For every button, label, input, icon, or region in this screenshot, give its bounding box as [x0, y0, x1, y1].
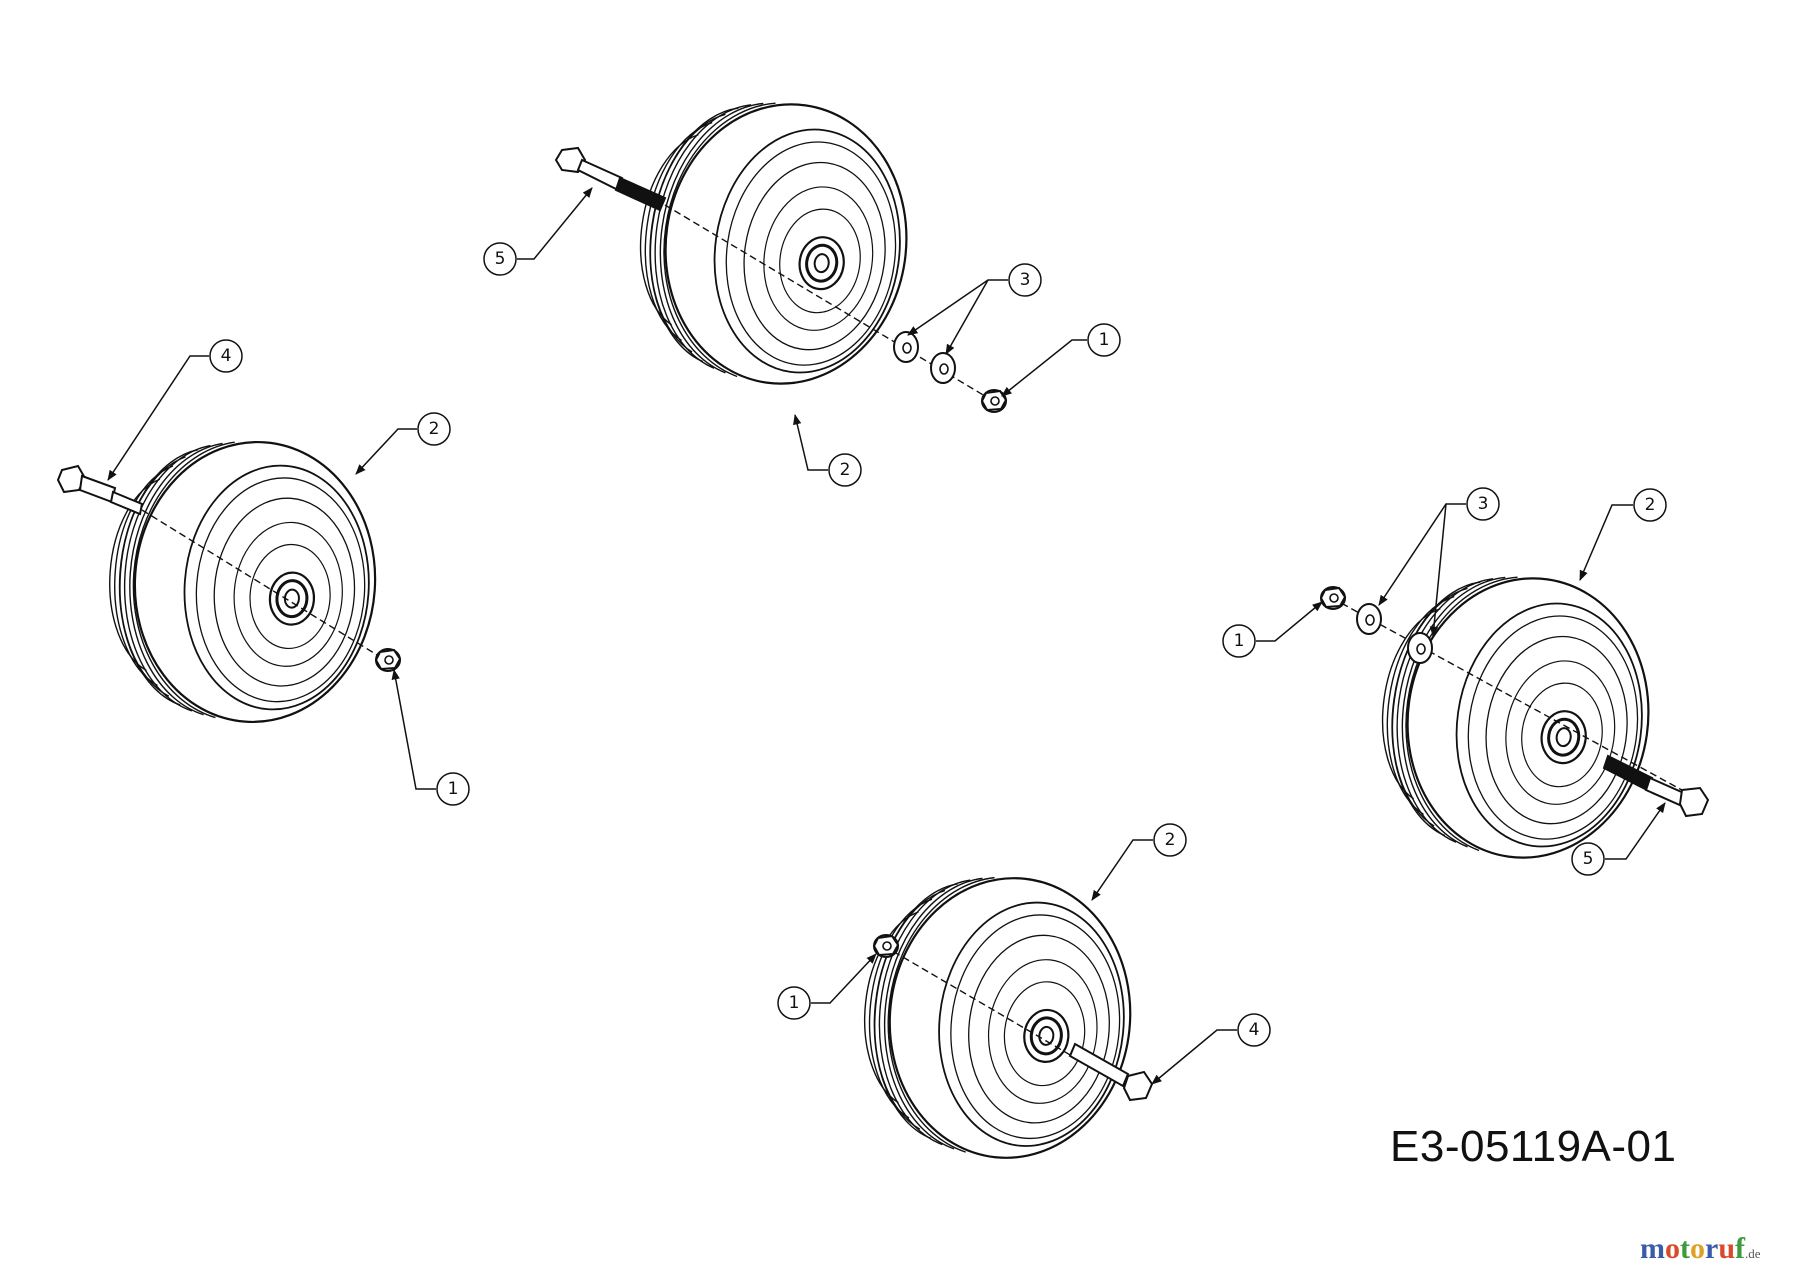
- svg-text:4: 4: [1249, 1020, 1260, 1040]
- wheel-top: [621, 83, 926, 401]
- svg-text:2: 2: [429, 419, 440, 439]
- callout-top-bolt: 5: [483, 242, 517, 276]
- callout-right-wheel: 2: [1633, 488, 1667, 522]
- motoruf-watermark: motoruf.de: [1640, 1232, 1761, 1266]
- watermark-letter: u: [1718, 1232, 1736, 1265]
- callout-right-nut: 1: [1222, 624, 1256, 658]
- svg-text:4: 4: [221, 346, 232, 366]
- wheel-left: [98, 430, 386, 732]
- watermark-letter: o: [1665, 1232, 1680, 1265]
- nut-bottom: [873, 934, 899, 958]
- watermark-letter: f: [1735, 1232, 1746, 1265]
- axis-line-right: [1331, 597, 1701, 801]
- svg-text:2: 2: [1645, 495, 1656, 515]
- washer-top-a: [893, 331, 919, 363]
- svg-text:5: 5: [495, 249, 506, 269]
- watermark-letter: m: [1640, 1232, 1665, 1265]
- callout-top-washers: 3: [1008, 263, 1042, 297]
- wheel-right: [1363, 557, 1668, 875]
- bolt-left: [56, 464, 144, 516]
- callout-bottom-bolt: 4: [1237, 1013, 1271, 1047]
- watermark-suffix: .de: [1745, 1246, 1761, 1261]
- callout-top-nut: 1: [1087, 323, 1121, 357]
- watermark-letter: t: [1680, 1232, 1690, 1265]
- nut-left: [375, 648, 401, 672]
- callout-left-nut: 1: [436, 772, 470, 806]
- callout-top-wheel: 2: [828, 453, 862, 487]
- svg-text:1: 1: [789, 993, 800, 1013]
- callout-left-wheel: 2: [417, 412, 451, 446]
- svg-text:1: 1: [1234, 631, 1245, 651]
- bolt-top: [554, 146, 667, 212]
- watermark-letter: o: [1690, 1232, 1705, 1265]
- leader-lines: [107, 187, 1666, 1085]
- axis-line-left: [141, 509, 396, 667]
- callout-bottom-wheel: 2: [1153, 823, 1187, 857]
- washer-right-b: [1407, 632, 1433, 664]
- callout-right-bolt: 5: [1571, 842, 1605, 876]
- svg-text:1: 1: [448, 779, 459, 799]
- washer-right-a: [1356, 603, 1382, 635]
- svg-text:5: 5: [1583, 849, 1594, 869]
- svg-text:2: 2: [840, 460, 851, 480]
- watermark-letter: r: [1705, 1232, 1719, 1265]
- drawing-number: E3-05119A-01: [1390, 1122, 1677, 1171]
- nut-right: [1320, 586, 1346, 610]
- bolt-bottom: [1068, 1042, 1154, 1102]
- callout-left-bolt: 4: [209, 339, 243, 373]
- washer-top-b: [930, 352, 956, 384]
- svg-text:2: 2: [1165, 830, 1176, 850]
- svg-text:1: 1: [1099, 330, 1110, 350]
- bolt-right: [1602, 754, 1710, 818]
- wheel-bottom: [849, 862, 1146, 1172]
- callout-bottom-nut: 1: [777, 986, 811, 1020]
- svg-text:3: 3: [1020, 270, 1031, 290]
- callout-right-washers: 3: [1466, 487, 1500, 521]
- svg-text:3: 3: [1478, 494, 1489, 514]
- nut-top: [981, 389, 1007, 413]
